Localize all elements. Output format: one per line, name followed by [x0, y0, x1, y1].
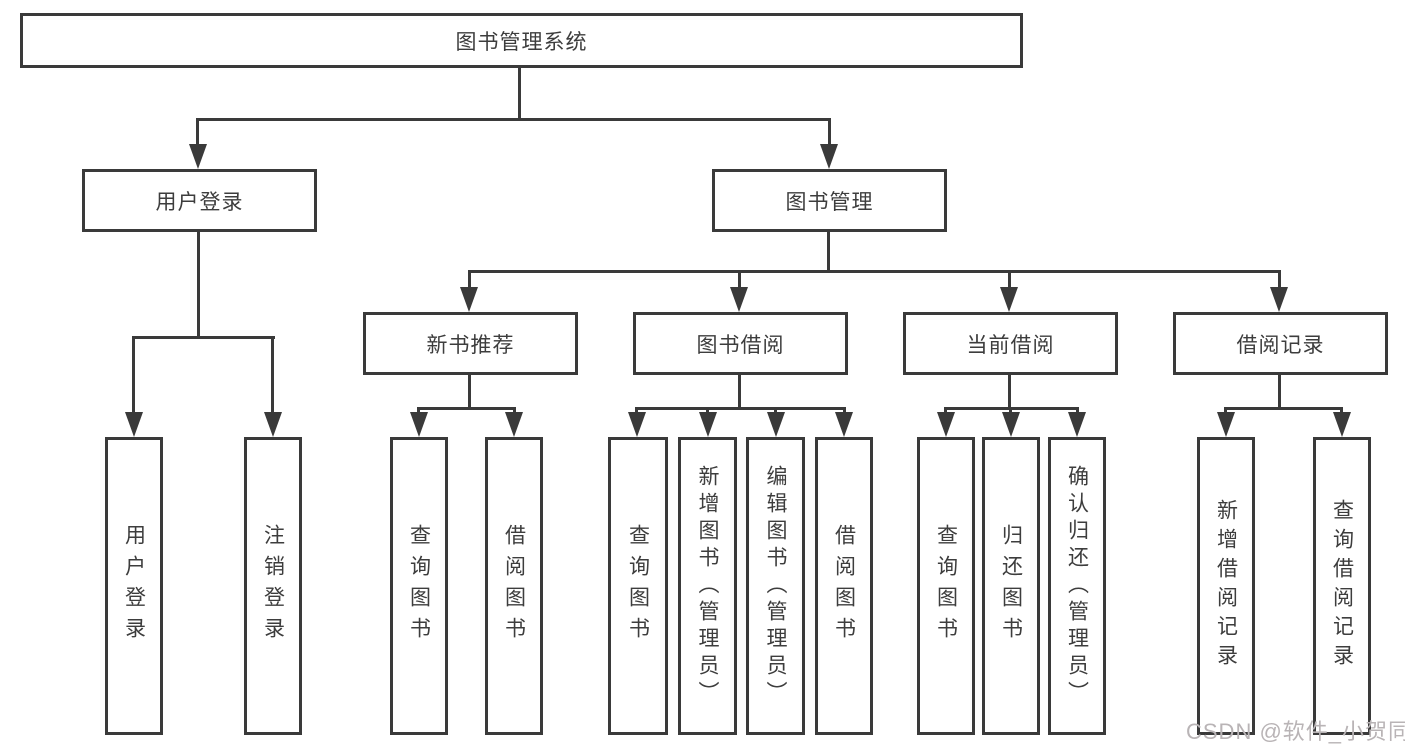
connector-user-login-rail [132, 336, 275, 339]
connector-root-stem [518, 68, 521, 118]
connector-book-management-rail [468, 270, 1281, 273]
node-book-management: 图书管理 [712, 169, 947, 232]
leaf-label: 查询图书 [934, 524, 958, 648]
node-borrowing-records: 借阅记录 [1173, 312, 1388, 375]
leaf-return-books: 归还图书 [982, 437, 1040, 735]
leaf-label: 借阅图书 [832, 524, 856, 648]
leaf-label: 确认归还（管理员） [1065, 464, 1089, 708]
connector-drop-current-borrow [1008, 270, 1011, 292]
arrowhead-leaf [937, 412, 955, 437]
leaf-label: 查询图书 [626, 524, 650, 648]
leaf-user-login: 用户登录 [105, 437, 163, 735]
leaf-label: 注销登录 [261, 524, 285, 648]
arrowhead-leaf [1333, 412, 1351, 437]
connector-drop-user-login [196, 118, 199, 148]
arrowhead-borrow-records [1270, 287, 1288, 312]
node-label: 当前借阅 [966, 333, 1055, 357]
arrowhead-leaf [628, 412, 646, 437]
connector-new-books-rail [417, 407, 516, 410]
node-new-book-recommend: 新书推荐 [363, 312, 578, 375]
leaf-label: 用户登录 [122, 524, 146, 648]
leaf-logout: 注销登录 [244, 437, 302, 735]
connector-drop-borrow-records [1278, 270, 1281, 292]
leaf-label: 借阅图书 [502, 524, 526, 648]
node-label: 借阅记录 [1236, 333, 1325, 357]
leaf-label: 新增借阅记录 [1214, 499, 1238, 673]
leaf-query-books: 查询图书 [390, 437, 448, 735]
connector-book-borrow-rail [635, 407, 846, 410]
arrowhead-leaf [1217, 412, 1235, 437]
connector-drop-new-books [468, 270, 471, 292]
node-book-borrowing: 图书借阅 [633, 312, 848, 375]
arrowhead-leaf [835, 412, 853, 437]
arrowhead-book-borrow [730, 287, 748, 312]
connector-book-borrow-stem [738, 375, 741, 407]
leaf-edit-books-admin: 编辑图书（管理员） [746, 437, 805, 735]
connector-drop-book-borrow [738, 270, 741, 292]
csdn-watermark: CSDN @软件_小贺同学 [1186, 719, 1405, 744]
arrowhead-leaf [699, 412, 717, 437]
connector-borrow-records-stem [1278, 375, 1281, 407]
connector-drop-login-leaf [132, 336, 135, 416]
leaf-label: 编辑图书（管理员） [764, 464, 787, 708]
arrowhead-logout-leaf [264, 412, 282, 437]
leaf-query-books: 查询图书 [608, 437, 668, 735]
arrowhead-leaf [767, 412, 785, 437]
arrowhead-leaf [1002, 412, 1020, 437]
node-library-management-system: 图书管理系统 [20, 13, 1023, 68]
node-label: 用户登录 [155, 190, 244, 214]
leaf-query-borrow-record: 查询借阅记录 [1313, 437, 1371, 735]
leaf-label: 归还图书 [999, 524, 1023, 648]
connector-book-management-stem [827, 232, 830, 270]
arrowhead-leaf [1068, 412, 1086, 437]
leaf-add-books-admin: 新增图书（管理员） [678, 437, 737, 735]
connector-drop-book-management [828, 118, 831, 148]
arrowhead-login-leaf [125, 412, 143, 437]
leaf-add-borrow-record: 新增借阅记录 [1197, 437, 1255, 735]
leaf-label: 查询图书 [407, 524, 431, 648]
leaf-borrow-books: 借阅图书 [815, 437, 873, 735]
arrowhead-current-borrow [1000, 287, 1018, 312]
arrowhead-leaf [505, 412, 523, 437]
connector-user-login-stem [197, 232, 200, 336]
node-label: 新书推荐 [426, 333, 515, 357]
arrowhead-user-login [189, 144, 207, 169]
leaf-label: 新增图书（管理员） [696, 464, 719, 708]
arrowhead-book-management [820, 144, 838, 169]
node-label: 图书管理系统 [455, 30, 588, 54]
node-current-borrowing: 当前借阅 [903, 312, 1118, 375]
arrowhead-new-books [460, 287, 478, 312]
node-label: 图书借阅 [696, 333, 785, 357]
leaf-query-books: 查询图书 [917, 437, 975, 735]
leaf-label: 查询借阅记录 [1330, 499, 1354, 673]
leaf-confirm-return-admin: 确认归还（管理员） [1048, 437, 1106, 735]
connector-borrow-records-rail [1224, 407, 1343, 410]
node-label: 图书管理 [785, 190, 874, 214]
connector-drop-logout-leaf [271, 336, 274, 416]
node-user-login: 用户登录 [82, 169, 317, 232]
connector-current-borrow-stem [1008, 375, 1011, 407]
connector-new-books-stem [468, 375, 471, 407]
leaf-borrow-books: 借阅图书 [485, 437, 543, 735]
arrowhead-leaf [410, 412, 428, 437]
connector-root-rail [197, 118, 831, 121]
